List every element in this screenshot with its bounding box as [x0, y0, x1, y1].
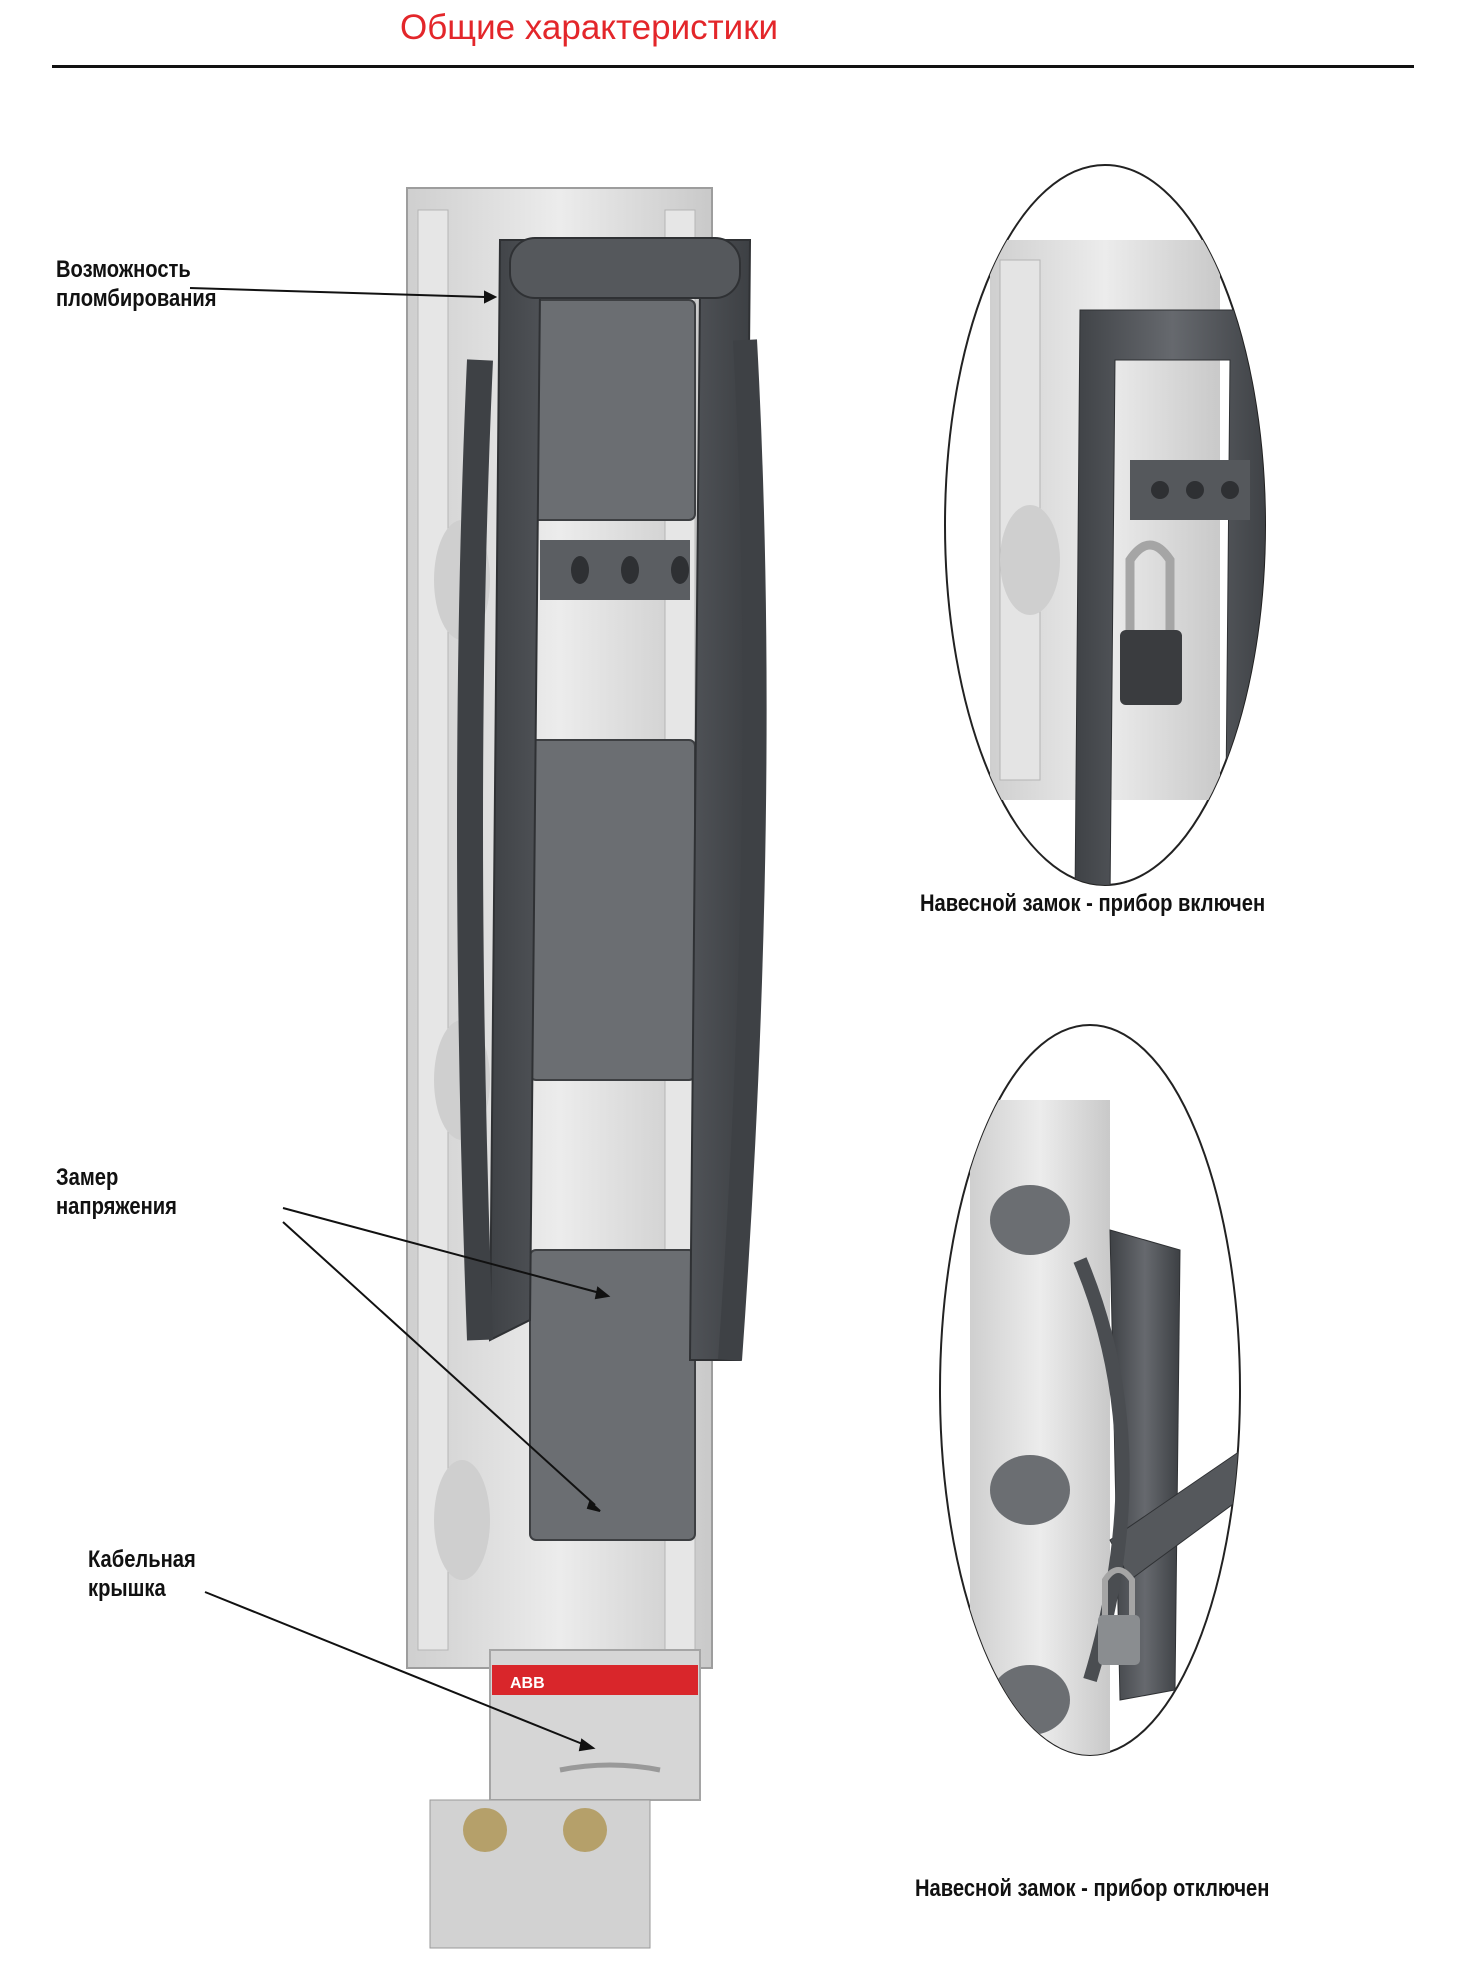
inset-lock-on — [944, 164, 1266, 886]
brand-label: ABB — [510, 1675, 545, 1692]
callout-voltage: Замер напряжения — [56, 1163, 177, 1221]
inset-lock-off — [939, 1024, 1241, 1756]
callout-cable-cover-line2: крышка — [88, 1575, 166, 1602]
callout-sealing-line2: пломбирования — [56, 285, 217, 312]
callout-cable-cover-line1: Кабельная — [88, 1546, 196, 1573]
page-title: Общие характеристики — [400, 8, 779, 47]
callout-voltage-line1: Замер — [56, 1164, 119, 1191]
title-rule — [52, 65, 1414, 68]
caption-lock-on: Навесной замок - прибор включен — [920, 890, 1266, 917]
callout-voltage-line2: напряжения — [56, 1193, 177, 1220]
callout-sealing-line1: Возможность — [56, 256, 191, 283]
leader-lines — [189, 287, 611, 1752]
callout-cable-cover: Кабельная крышка — [88, 1545, 196, 1603]
callout-sealing: Возможность пломбирования — [56, 255, 217, 313]
fuse-switch-main: ABB — [406, 187, 767, 1949]
caption-lock-off: Навесной замок - прибор отключен — [915, 1875, 1270, 1902]
